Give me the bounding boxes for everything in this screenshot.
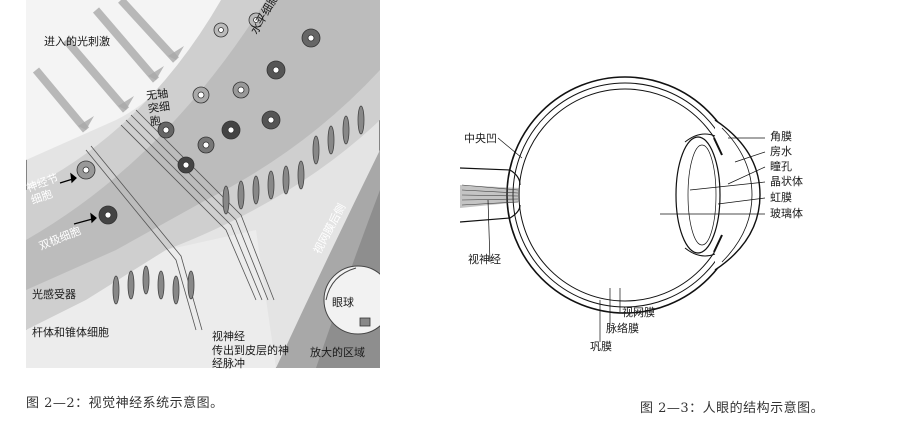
neural-diagram-illustration (25, 0, 393, 369)
label-enlarged-area: 放大的区域 (310, 346, 365, 359)
label-photoreceptor: 光感受器 (32, 288, 76, 301)
figure-eye-structure: 中央凹 视神经 角膜 房水 瞳孔 晶状体 虹膜 玻璃体 视网膜 脉络膜 巩膜 (459, 50, 820, 370)
label-choroid: 脉络膜 (606, 322, 639, 335)
label-incoming-light: 进入的光刺激 (44, 35, 110, 48)
caption-figure-2-3: 图 2—3：人眼的结构示意图。 (640, 401, 825, 416)
label-sclera: 巩膜 (590, 340, 612, 353)
label-lens: 晶状体 (770, 175, 803, 188)
label-aqueous-humor: 房水 (770, 145, 792, 158)
label-eyeball: 眼球 (332, 296, 354, 309)
eye-cross-section (459, 76, 766, 342)
label-pupil: 瞳孔 (770, 160, 792, 173)
label-vitreous: 玻璃体 (770, 207, 803, 220)
label-fovea: 中央凹 (464, 132, 497, 145)
figure-visual-nervous-system: 进入的光刺激 水平细胞 无轴突细胞 神经节细胞 双极细胞 视网膜后侧 光感受器 … (25, 0, 393, 370)
label-to-cortex: 传出到皮层的神经脉冲 (212, 344, 289, 370)
label-optic-nerve-f1: 视神经 (212, 330, 245, 343)
label-iris: 虹膜 (770, 191, 792, 204)
caption-figure-2-2: 图 2—2：视觉神经系统示意图。 (26, 396, 224, 411)
label-rods-cones: 杆体和锥体细胞 (32, 326, 109, 339)
label-retina: 视网膜 (622, 306, 655, 319)
label-cornea: 角膜 (770, 130, 792, 143)
label-optic-nerve-f2: 视神经 (468, 253, 501, 266)
